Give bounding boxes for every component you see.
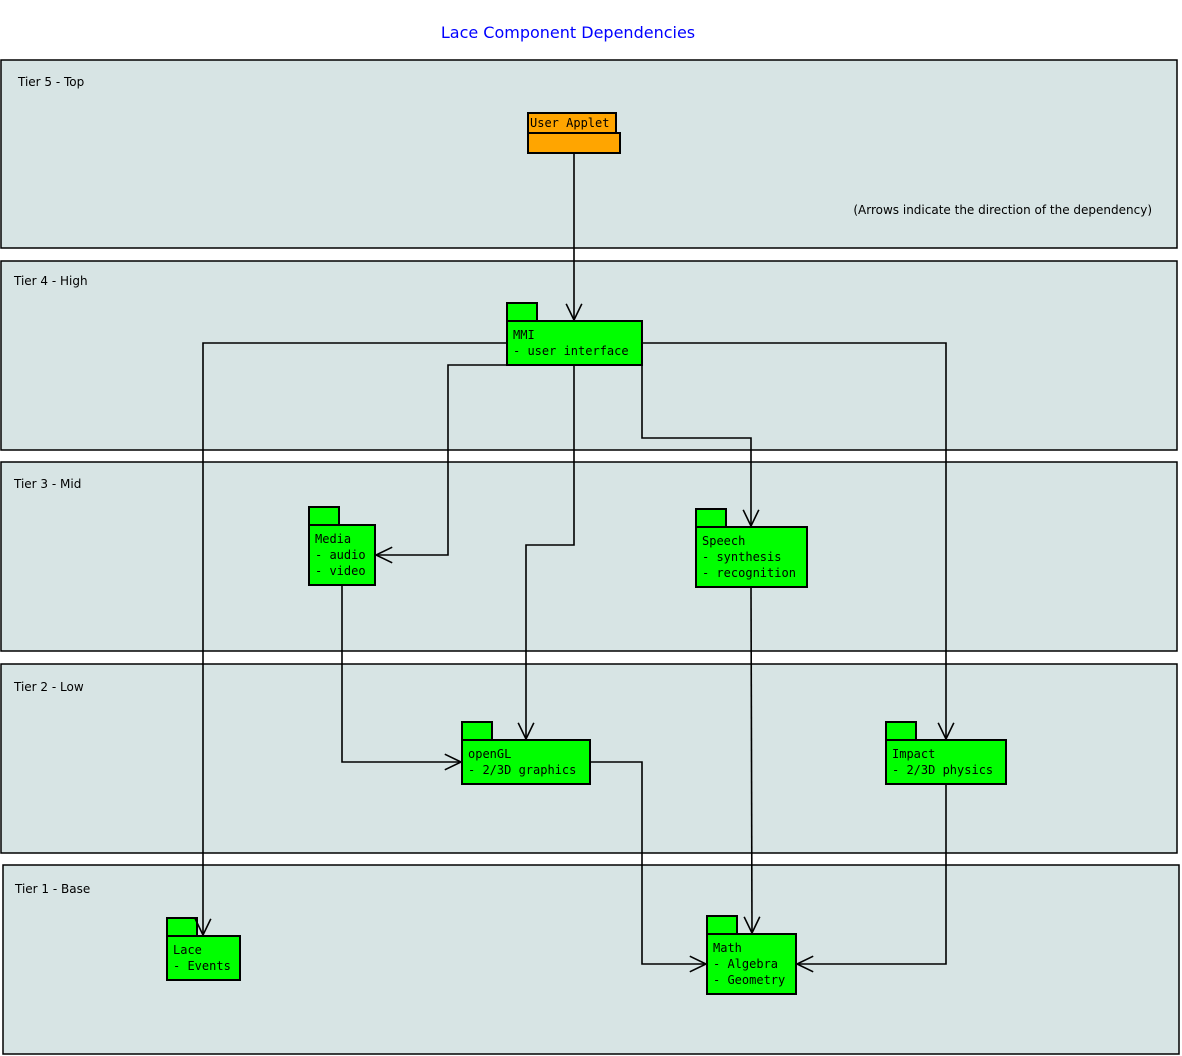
dependency-edge-mmi-to-impact bbox=[642, 342, 955, 741]
package-detail: - Algebra bbox=[713, 957, 778, 971]
package-name: openGL bbox=[468, 747, 511, 761]
package-detail: - Geometry bbox=[713, 973, 785, 987]
package-impact[interactable]: Impact - 2/3D physics bbox=[885, 721, 1007, 785]
dependency-edge-opengl-to-math bbox=[590, 761, 708, 973]
dependency-line bbox=[525, 365, 575, 739]
package-name: Speech bbox=[702, 534, 745, 548]
package-lace[interactable]: Lace - Events bbox=[166, 917, 241, 981]
arrowhead-icon bbox=[444, 753, 463, 771]
package-name: Media bbox=[315, 532, 351, 546]
arrowhead-icon bbox=[194, 918, 212, 937]
arrowhead-icon bbox=[937, 722, 955, 741]
arrowhead-icon bbox=[374, 546, 393, 564]
arrowhead-icon bbox=[517, 722, 535, 741]
package-name: MMI bbox=[513, 328, 535, 342]
tier-3: Tier 3 - Mid bbox=[0, 461, 1178, 652]
package-tab bbox=[461, 721, 493, 741]
package-name: Lace bbox=[173, 943, 202, 957]
package-detail: - audio bbox=[315, 548, 366, 562]
package-tab bbox=[706, 915, 738, 935]
package-media[interactable]: Media - audio - video bbox=[308, 506, 376, 586]
dependency-line bbox=[590, 761, 706, 965]
package-tab bbox=[506, 302, 538, 322]
tier-5-label: Tier 5 - Top bbox=[17, 75, 84, 89]
dependency-line bbox=[797, 784, 947, 965]
package-detail: - video bbox=[315, 564, 366, 578]
package-detail: - 2/3D physics bbox=[892, 763, 993, 777]
package-body bbox=[706, 933, 797, 995]
dependency-line bbox=[641, 365, 752, 526]
package-body bbox=[695, 526, 808, 588]
package-tab bbox=[308, 506, 340, 526]
package-mmi[interactable]: MMI - user interface bbox=[506, 302, 643, 366]
dependency-line bbox=[750, 586, 753, 934]
package-tab bbox=[166, 917, 198, 937]
tier-1-label: Tier 1 - Base bbox=[14, 882, 90, 896]
arrowhead-icon bbox=[689, 955, 708, 973]
package-body bbox=[166, 935, 241, 981]
arrowhead-icon bbox=[742, 509, 760, 528]
package-tab bbox=[885, 721, 917, 741]
package-tab bbox=[695, 508, 727, 528]
package-speech[interactable]: Speech - synthesis - recognition bbox=[695, 508, 808, 588]
dependency-edge-impact-to-math bbox=[795, 784, 947, 973]
arrowhead-icon bbox=[565, 303, 583, 322]
dependency-line bbox=[202, 342, 507, 935]
dependency-edge-mmi-to-speech bbox=[641, 365, 760, 528]
package-body bbox=[527, 132, 621, 154]
dependency-edge-mmi-to-lace bbox=[194, 342, 507, 937]
dependency-edge-user-applet-to-mmi bbox=[565, 153, 583, 322]
package-detail: - user interface bbox=[513, 344, 629, 358]
dependency-edge-mmi-to-opengl bbox=[517, 365, 575, 741]
dependency-line bbox=[341, 585, 461, 763]
tier-3-label: Tier 3 - Mid bbox=[13, 477, 81, 491]
tier-3-region bbox=[0, 461, 1178, 652]
diagram-title: Lace Component Dependencies bbox=[441, 23, 695, 42]
package-user-applet[interactable]: User Applet bbox=[527, 112, 621, 154]
package-detail: - recognition bbox=[702, 566, 796, 580]
package-detail: - Events bbox=[173, 959, 231, 973]
package-detail: - 2/3D graphics bbox=[468, 763, 576, 777]
dependency-line bbox=[376, 364, 507, 556]
package-name: User Applet bbox=[530, 116, 609, 130]
dependency-line bbox=[642, 342, 947, 739]
legend-note: (Arrows indicate the direction of the de… bbox=[853, 203, 1152, 217]
package-detail: - synthesis bbox=[702, 550, 781, 564]
tier-4-label: Tier 4 - High bbox=[13, 274, 88, 288]
dependency-edge-mmi-to-media bbox=[374, 364, 507, 564]
package-name: Impact bbox=[892, 747, 935, 761]
dependency-edge-media-to-opengl bbox=[341, 585, 463, 771]
package-name: Math bbox=[713, 941, 742, 955]
dependency-arrows bbox=[194, 153, 955, 973]
package-body bbox=[885, 739, 1007, 785]
tier-2-label: Tier 2 - Low bbox=[13, 680, 84, 694]
package-math[interactable]: Math - Algebra - Geometry bbox=[706, 915, 797, 995]
arrowhead-icon bbox=[743, 916, 761, 935]
arrowhead-icon bbox=[795, 955, 814, 973]
dependency-edge-speech-to-math bbox=[743, 586, 761, 935]
